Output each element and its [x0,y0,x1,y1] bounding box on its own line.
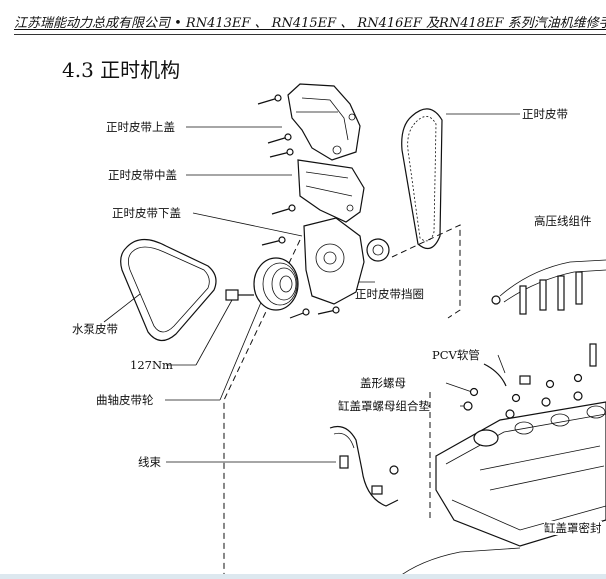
label-wiring-harness: 线束 [138,455,161,469]
label-high-voltage-wire-assembly: 高压线组件 [534,214,592,228]
page-header: 江苏瑞能动力总成有限公司 • RN413EF 、 RN415EF 、 RN416… [14,12,606,35]
crankshaft-bolt [225,289,254,301]
section-title: 4.3 正时机构 [62,58,181,82]
label-cylinder-head-cover-gasket: 缸盖罩密封 [544,521,602,535]
label-pcv-hose: PCV软管 [432,348,480,362]
cover-bolts [257,94,340,319]
bottom-band [0,574,606,579]
cylinder-head-cover [435,401,606,547]
timing-belt [401,108,443,250]
wiring-harness [329,425,399,507]
timing-belt-guide-ring [366,238,390,262]
timing-belt-upper-cover [287,83,361,161]
pcv-hose [483,343,597,387]
crankshaft-pulley [253,257,299,311]
label-torque-127nm: 127Nm [130,358,173,372]
label-timing-belt-guide-ring: 正时皮带挡圈 [355,287,424,301]
high-voltage-wires [491,259,606,315]
water-pump-belt [120,238,217,342]
header-rule [14,34,606,35]
cap-nuts [463,373,583,419]
timing-belt-lower-cover [303,217,365,305]
label-timing-belt-upper-cover: 正时皮带上盖 [106,120,175,134]
label-timing-belt-middle-cover: 正时皮带中盖 [108,168,177,182]
timing-belt-middle-cover [297,159,365,223]
label-cylinder-head-cover-nut-washer: 缸盖罩螺母组合垫 [338,399,430,413]
label-crankshaft-pulley: 曲轴皮带轮 [96,393,154,407]
assembly-dash-lines [223,224,461,579]
label-cap-nut: 盖形螺母 [360,376,406,390]
header-text: 江苏瑞能动力总成有限公司 • RN413EF 、 RN415EF 、 RN416… [14,16,606,31]
label-water-pump-belt: 水泵皮带 [72,322,118,336]
label-timing-belt-lower-cover: 正时皮带下盖 [112,206,181,220]
label-timing-belt: 正时皮带 [522,107,568,121]
leader-lines [103,113,520,463]
